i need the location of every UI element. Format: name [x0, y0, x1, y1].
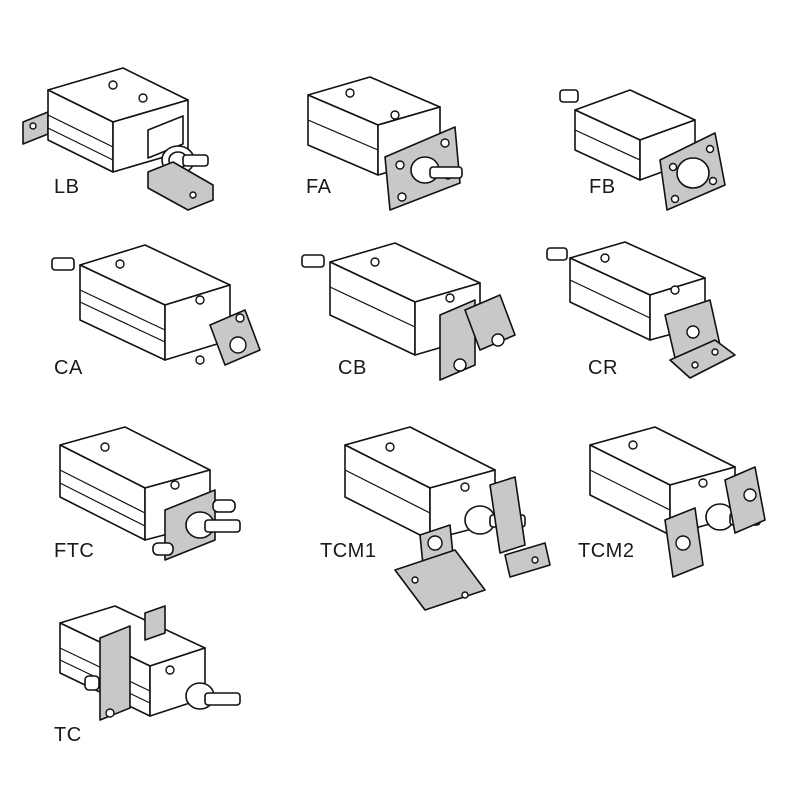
mount-label: CB: [338, 357, 367, 379]
mount-tcm2: [585, 425, 775, 590]
mount-fb: [555, 85, 735, 215]
cylinder-front-flange-icon: [307, 76, 463, 211]
cylinder-rear-flange-icon: [559, 89, 726, 211]
mount-label: CR: [588, 357, 618, 379]
cylinder-trunnion-bracket-icon: [589, 426, 766, 578]
cylinder-double-clevis-icon: [301, 242, 516, 381]
cylinder-single-clevis-icon: [51, 244, 261, 366]
mount-label: LB: [54, 176, 80, 198]
mount-ftc: [55, 425, 255, 575]
cylinder-front-trunnion-icon: [59, 426, 241, 561]
mount-fa: [300, 75, 480, 225]
mount-label: TCM2: [578, 540, 635, 562]
mount-cb: [300, 240, 520, 390]
cylinder-trunnion-pillow-block-icon: [344, 426, 551, 611]
mount-label: FB: [589, 176, 616, 198]
cylinder-clevis-bracket-icon: [546, 241, 736, 379]
cylinder-center-trunnion-icon: [59, 605, 241, 721]
mount-label: TCM1: [320, 540, 377, 562]
mount-lb: [18, 60, 218, 220]
mount-ca: [50, 240, 265, 390]
mount-label: TC: [54, 724, 82, 746]
mount-cr: [545, 240, 745, 390]
mount-label: CA: [54, 357, 83, 379]
mount-label: FTC: [54, 540, 95, 562]
mount-label: FA: [306, 176, 332, 198]
cylinder-foot-mount-icon: [22, 67, 214, 211]
mount-tcm1: [340, 425, 555, 620]
mount-tc: [55, 598, 255, 748]
